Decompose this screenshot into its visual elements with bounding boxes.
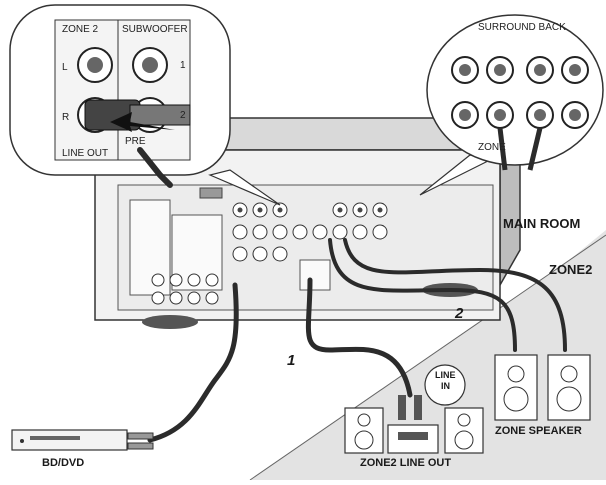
insert-arrow-icon [110, 112, 175, 132]
speaker-cable-right [343, 238, 567, 352]
zone2-room-label: ZONE2 [549, 262, 593, 277]
room-divider [249, 234, 606, 481]
callout-right: SURROUND BACK ZONE [419, 14, 604, 196]
rca-cable-zone2 [305, 277, 413, 398]
line-in-bubble [424, 364, 466, 406]
callout-zone-label: ZONE [478, 142, 506, 153]
step-2-label: 2 [455, 305, 464, 322]
callout-num2: 2 [180, 110, 186, 121]
bd-dvd-label: BD/DVD [42, 457, 85, 469]
main-room-label: MAIN ROOM [503, 216, 581, 231]
zone2-line-out-label: ZONE2 LINE OUT [360, 457, 452, 469]
zone2-mini-system [344, 364, 484, 454]
callout-l-label: L [62, 62, 68, 73]
rca-cable-bdd [147, 282, 239, 443]
callout-left: ZONE 2 SUBWOOFER L R LINE OUT PRE 1 2 [9, 4, 281, 206]
step-1-label: 1 [287, 352, 296, 369]
zone-speakers [494, 354, 591, 421]
zone-speaker-label: ZONE SPEAKER [495, 425, 582, 437]
bd-dvd-player [11, 429, 154, 451]
callout-r-label: R [62, 112, 69, 123]
cables [147, 238, 567, 443]
line-in-label-2: IN [441, 381, 450, 391]
callout-pre-label: PRE [125, 136, 146, 147]
callout-subwoofer-label: SUBWOOFER [122, 24, 188, 35]
callout-lineout-label: LINE OUT [62, 148, 108, 159]
line-in-label-1: LINE [435, 370, 456, 380]
callout-surround-label: SURROUND BACK [478, 22, 566, 33]
speaker-cable-left [328, 238, 517, 352]
callout-zone2-label: ZONE 2 [62, 24, 99, 35]
callout-num1: 1 [180, 60, 186, 71]
